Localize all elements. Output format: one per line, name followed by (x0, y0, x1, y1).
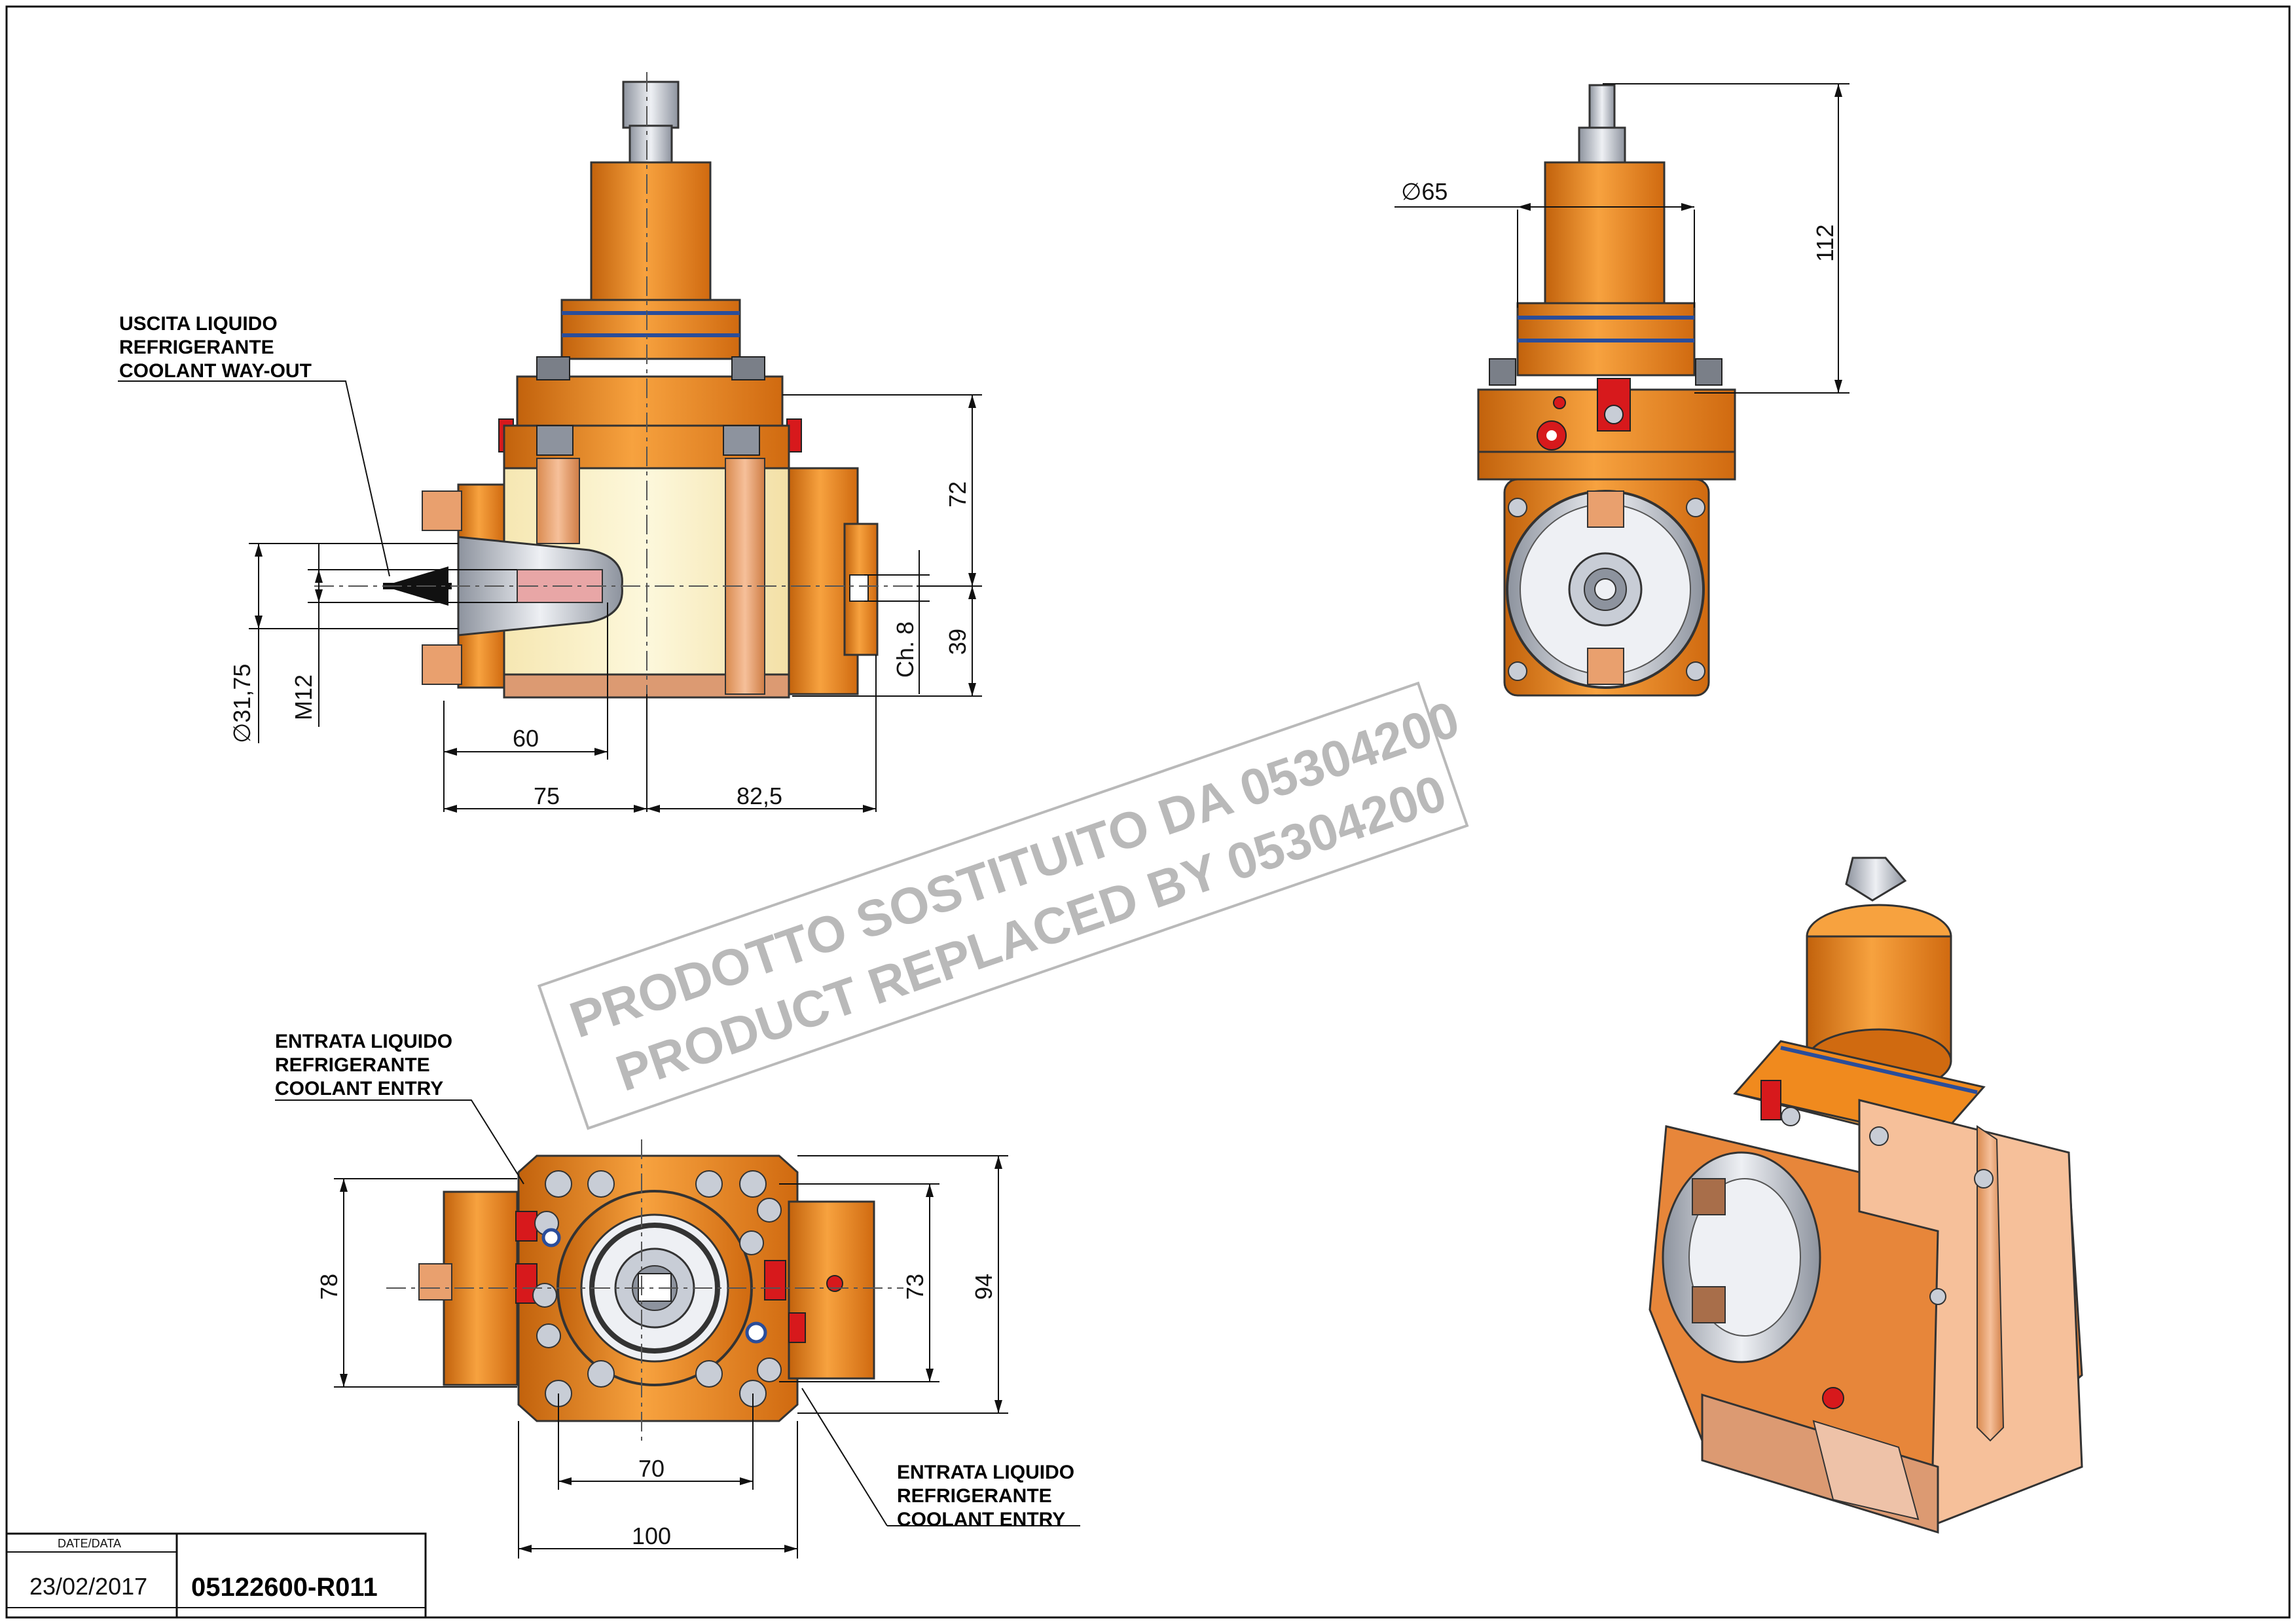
date-label: DATE/DATA (58, 1537, 121, 1550)
drawing-date: 23/02/2017 (29, 1573, 147, 1600)
dim-72: 72 (944, 481, 971, 507)
dim-75: 75 (534, 783, 560, 809)
dim-82-5: 82,5 (737, 783, 782, 809)
dim-diameter-31-75: ∅31,75 (228, 664, 255, 743)
label-coolant-way-out-3: COOLANT WAY-OUT (119, 360, 312, 382)
label-coolant-entry-left-3: COOLANT ENTRY (275, 1078, 443, 1099)
dim-78: 78 (316, 1274, 342, 1300)
front-view (314, 72, 917, 812)
dim-94: 94 (970, 1274, 997, 1300)
bottom-view (386, 1139, 903, 1441)
dim-70: 70 (638, 1455, 665, 1482)
label-coolant-entry-right-3: COOLANT ENTRY (897, 1509, 1065, 1530)
isometric-view (1649, 857, 2083, 1534)
title-block: DATE/DATA 23/02/2017 05122600-R011 (5, 1532, 427, 1619)
dim-60: 60 (513, 725, 539, 752)
side-view (1477, 84, 1736, 697)
label-coolant-way-out-1: USCITA LIQUIDO (119, 313, 278, 335)
label-coolant-entry-right-2: REFRIGERANTE (897, 1485, 1052, 1507)
label-coolant-entry-right-1: ENTRATA LIQUIDO (897, 1462, 1074, 1483)
stamp-line-2: PRODUCT REPLACED BY 05304200 (609, 764, 1453, 1102)
side-dimensions (1394, 83, 1850, 394)
label-coolant-entry-left-1: ENTRATA LIQUIDO (275, 1031, 452, 1052)
label-coolant-entry-left-2: REFRIGERANTE (275, 1054, 430, 1076)
drawing-code: 05122600-R011 (191, 1573, 378, 1602)
bottom-dimensions (275, 1099, 1080, 1559)
stamp-line-1: PRODOTTO SOSTITUITO DA 05304200 (563, 690, 1467, 1048)
front-dimension-texts: ∅31,75 M12 60 75 82,5 72 39 Ch. 8 USCITA… (119, 313, 971, 809)
side-dimension-texts: ∅65 112 (1401, 178, 1838, 262)
dim-100: 100 (632, 1522, 671, 1549)
label-coolant-way-out-2: REFRIGERANTE (119, 337, 274, 358)
dim-39: 39 (944, 629, 971, 655)
dim-73: 73 (902, 1274, 928, 1300)
dim-diameter-65: ∅65 (1401, 178, 1448, 205)
dim-m12: M12 (290, 674, 317, 720)
dim-ch-8: Ch. 8 (892, 621, 919, 678)
sheet-border (5, 5, 2291, 1619)
front-dimensions (118, 380, 982, 813)
replacement-stamp: PRODOTTO SOSTITUITO DA 05304200 PRODUCT … (537, 681, 1469, 1130)
bottom-dimension-texts: 78 73 94 70 100 ENTRATA LIQUIDO REFRIGER… (275, 1031, 1074, 1549)
bottom-view-screws (532, 1170, 782, 1407)
dim-112: 112 (1812, 225, 1838, 262)
